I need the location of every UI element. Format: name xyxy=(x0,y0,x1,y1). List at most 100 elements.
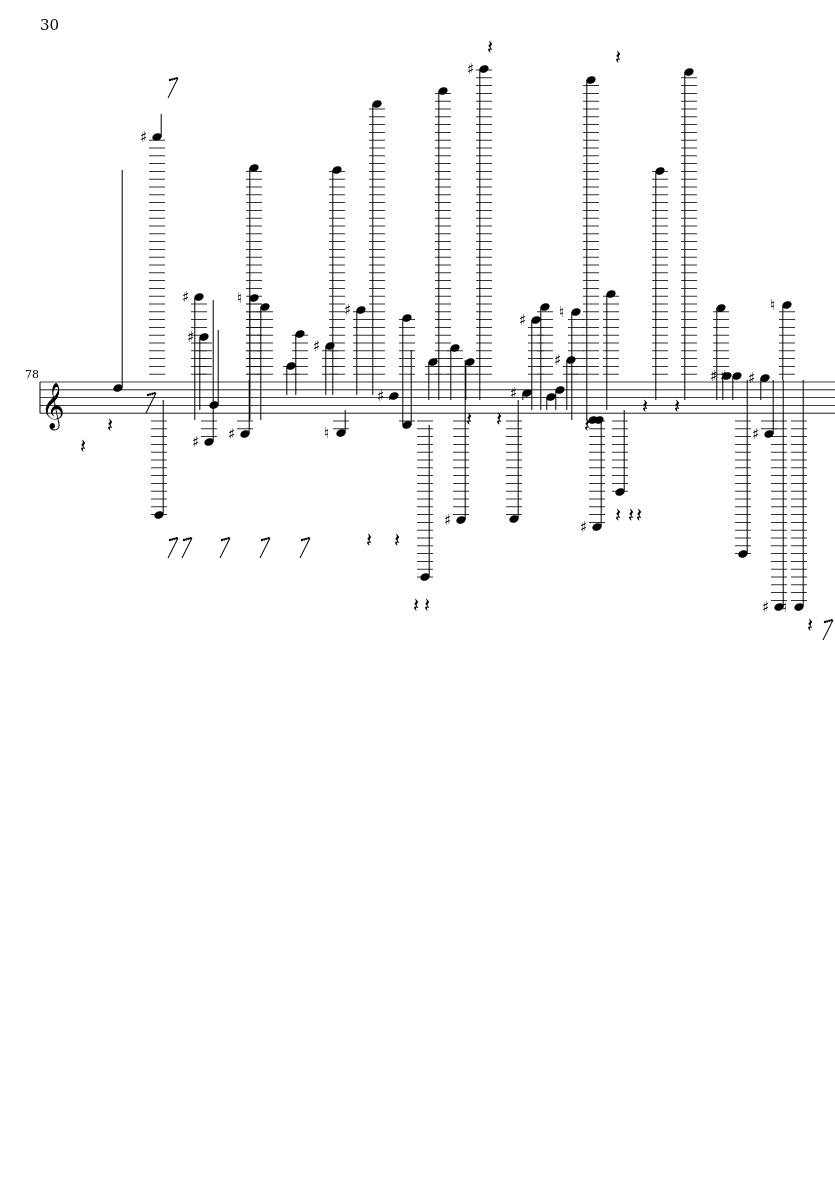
note xyxy=(399,350,415,429)
natural-icon: ♮ xyxy=(770,296,775,314)
note xyxy=(417,420,433,581)
note xyxy=(603,290,619,410)
tuplet-rest-dot xyxy=(823,620,827,624)
note xyxy=(113,170,123,392)
notehead xyxy=(465,358,475,366)
note xyxy=(506,400,522,523)
tuplet-rest-dot xyxy=(300,538,304,542)
quarter-rest-icon: 𝄽 xyxy=(107,413,113,437)
notehead xyxy=(531,316,541,324)
note: ♮ xyxy=(324,410,349,442)
note xyxy=(329,166,345,395)
quarter-rest-icon: 𝄽 xyxy=(424,593,430,617)
quarter-rest-icon: 𝄽 xyxy=(80,434,86,458)
note: ♯ xyxy=(580,420,605,536)
page-number: 30 xyxy=(40,16,60,34)
notehead xyxy=(555,386,565,394)
tuplet-rest-dot xyxy=(828,619,831,622)
treble-clef-icon: 𝄞 xyxy=(41,383,65,431)
tuplet-rest-dot xyxy=(146,393,150,397)
tuplet-rest-dot xyxy=(305,537,308,540)
sharp-icon: ♯ xyxy=(187,328,194,346)
notehead xyxy=(594,416,604,424)
tuplet-rest-stem xyxy=(259,537,271,559)
notehead xyxy=(249,294,259,302)
notehead xyxy=(760,374,770,382)
tuplet-rest-dot xyxy=(260,538,264,542)
notehead xyxy=(732,372,742,380)
note: ♯ xyxy=(510,384,532,402)
notehead xyxy=(509,515,519,523)
note xyxy=(246,164,262,420)
measure-number: 78 xyxy=(25,368,39,381)
quarter-rest-icon: 𝄽 xyxy=(642,394,648,418)
note: ♯ xyxy=(228,380,253,443)
tuplet-rest-dot xyxy=(187,537,190,540)
note: ♯ xyxy=(752,380,777,443)
note xyxy=(681,68,697,400)
tuplet-rest-stem xyxy=(219,537,231,559)
note xyxy=(537,303,553,410)
quarter-rest-icon: 𝄽 xyxy=(496,407,502,431)
tuplet-rest-dot xyxy=(168,538,172,542)
note xyxy=(583,76,599,420)
notehead xyxy=(655,167,665,175)
note: ♯ xyxy=(182,288,207,420)
notes-layer: ♯♯♯♯♮♯♯♯♮♯♯♯♯♯♯♮♯♯♯♯♯♯♮♮ xyxy=(113,60,807,616)
note xyxy=(447,344,463,400)
sharp-icon: ♯ xyxy=(140,128,147,146)
note xyxy=(612,410,628,496)
natural-icon: ♮ xyxy=(237,289,242,307)
tuplet-rest-stem xyxy=(167,537,179,559)
tuplet-rest-stem xyxy=(299,537,311,559)
notehead xyxy=(154,511,164,519)
note: ♮ xyxy=(782,380,807,616)
tuplet-rest-dot xyxy=(182,538,186,542)
sharp-icon: ♯ xyxy=(554,351,561,369)
natural-icon: ♮ xyxy=(559,303,564,321)
natural-icon: ♮ xyxy=(782,598,787,616)
notehead xyxy=(586,76,596,84)
notehead xyxy=(764,430,774,438)
quarter-rest-icon: 𝄽 xyxy=(615,503,621,527)
sharp-icon: ♯ xyxy=(720,367,727,385)
tuplet-rest-stem xyxy=(181,537,193,559)
note: ♯ xyxy=(720,367,742,400)
note: ♯ xyxy=(313,337,338,395)
tuplet-rest-dot xyxy=(149,393,152,396)
sharp-icon: ♯ xyxy=(228,425,235,443)
quarter-rest-icon: 𝄽 xyxy=(366,528,372,552)
note: ♯ xyxy=(344,301,369,395)
note: ♯ xyxy=(192,300,217,451)
tuplet-rest-dot xyxy=(151,392,154,395)
quarter-rest-icon: 𝄽 xyxy=(807,613,813,637)
notehead xyxy=(249,164,259,172)
note: ♯ xyxy=(377,387,399,405)
quarter-rest-icon: 𝄽 xyxy=(413,593,419,617)
notehead xyxy=(546,393,556,401)
tuplet-rest-dot xyxy=(171,78,174,81)
notehead xyxy=(152,133,162,141)
tuplet-rest-dot xyxy=(826,620,829,623)
note: ♮ xyxy=(770,296,795,380)
note: ♯ xyxy=(467,60,492,400)
note xyxy=(735,380,751,558)
notehead xyxy=(571,308,581,316)
tuplet-rest-dot xyxy=(220,538,224,542)
sharp-icon: ♯ xyxy=(182,288,189,306)
notehead xyxy=(389,392,399,400)
notehead xyxy=(204,438,214,446)
tuplet-rest-dot xyxy=(223,538,226,541)
notehead xyxy=(615,488,625,496)
notehead xyxy=(240,430,250,438)
natural-icon: ♮ xyxy=(324,424,329,442)
note xyxy=(209,330,219,409)
tuplet-rest-stem xyxy=(822,619,834,641)
quarter-rest-icon: 𝄽 xyxy=(636,503,642,527)
note xyxy=(546,393,556,410)
notehead xyxy=(295,330,305,338)
notehead xyxy=(479,65,489,73)
note: ♯ xyxy=(748,369,770,400)
notehead xyxy=(456,516,466,524)
